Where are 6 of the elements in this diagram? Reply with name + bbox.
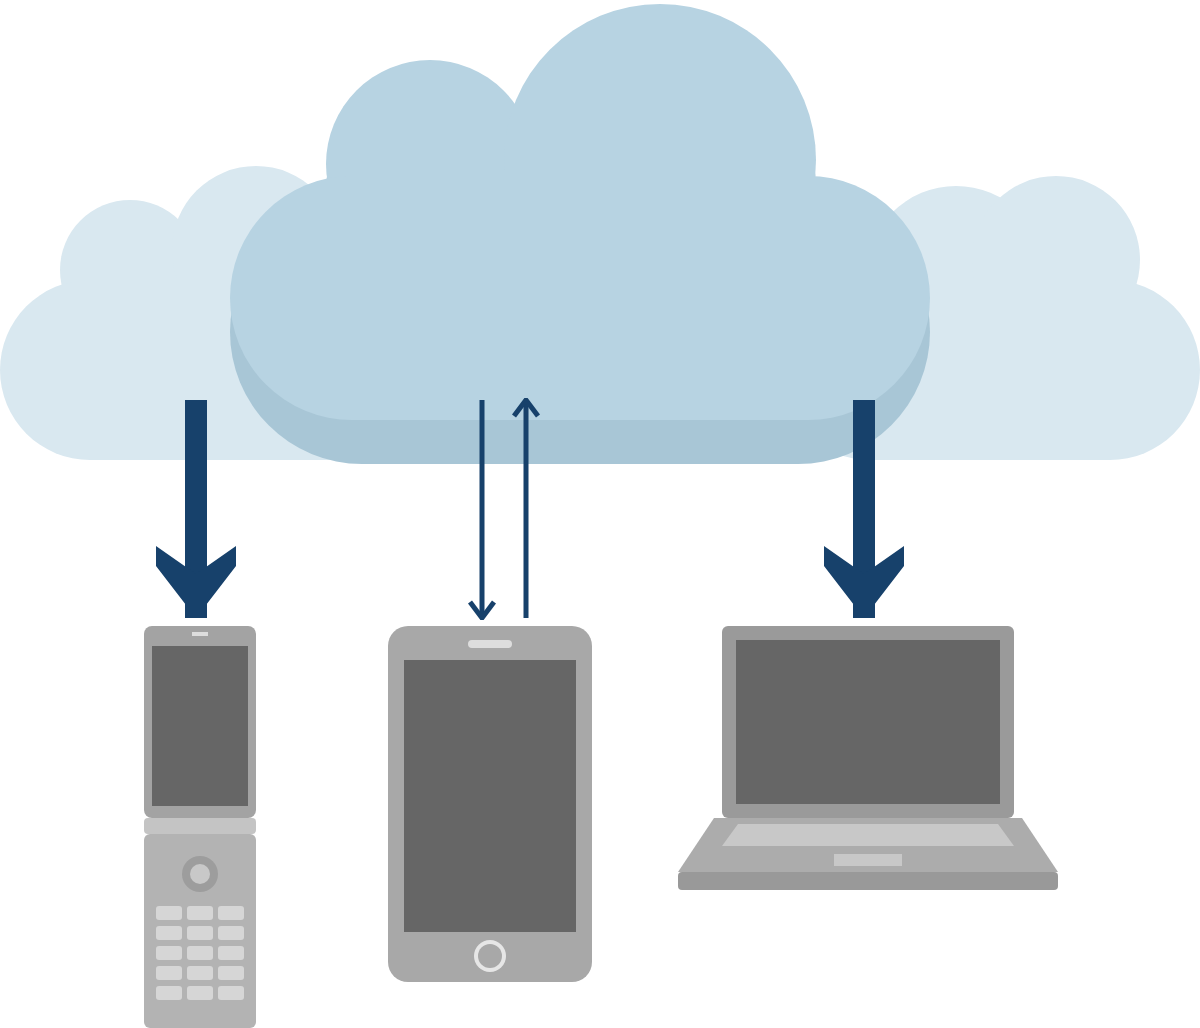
cloud-drawing [0, 0, 1200, 464]
arrow [467, 400, 497, 621]
arrow [511, 397, 541, 618]
smartphone-drawing [388, 626, 592, 982]
flip-phone-drawing [144, 626, 256, 1028]
laptop-drawing [678, 626, 1058, 890]
